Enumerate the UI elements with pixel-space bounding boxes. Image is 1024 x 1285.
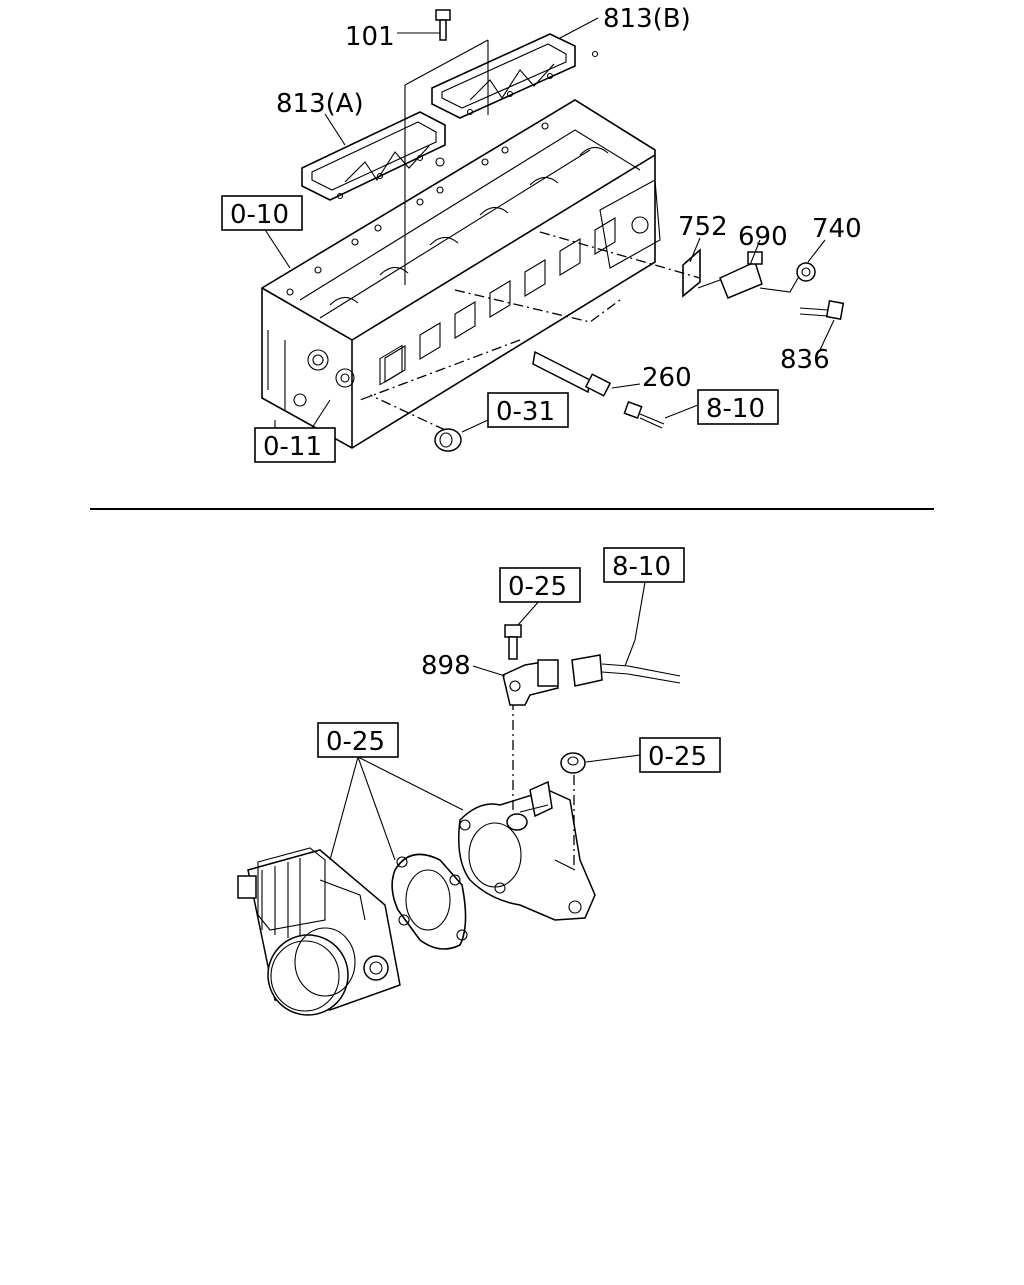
upper-leader-lines (261, 17, 835, 433)
label-740: 740 (812, 214, 862, 244)
bolt-836-drawing (454, 289, 845, 323)
ref-box-025-bolt (499, 567, 581, 603)
label-025-nut: 0-25 (648, 742, 707, 772)
ref-box-010 (221, 195, 303, 231)
label-010: 0-10 (230, 200, 289, 230)
label-011: 0-11 (263, 432, 322, 462)
label-025-bolt: 0-25 (508, 572, 567, 602)
ref-box-011 (254, 427, 336, 463)
label-101: 101 (345, 22, 395, 52)
label-898: 898 (421, 651, 471, 681)
harness-connector-drawing (571, 654, 681, 687)
label-025-throttle: 0-25 (326, 727, 385, 757)
label-813b: 813(B) (603, 4, 691, 34)
ref-box-810-upper (697, 389, 779, 425)
bolt-101-drawing (404, 9, 489, 285)
label-813a: 813(A) (276, 89, 364, 119)
bolt-025-drawing (504, 624, 522, 810)
label-690: 690 (738, 222, 788, 252)
sensor-898-drawing (502, 659, 559, 706)
nut-025-drawing (560, 752, 586, 865)
nut-740-drawing (759, 262, 816, 293)
seal-752-drawing (682, 248, 701, 298)
label-260: 260 (642, 363, 692, 393)
ref-box-025-nut (639, 737, 721, 773)
lower-leader-lines (329, 581, 646, 861)
bushing-031-drawing (369, 394, 462, 452)
label-810-lower: 8-10 (612, 552, 671, 582)
ref-box-031 (487, 392, 569, 428)
intake-adapter-drawing (458, 780, 596, 921)
connector-upper-drawing (623, 401, 665, 429)
cylinder-head-drawing (261, 99, 661, 449)
label-752: 752 (678, 212, 728, 242)
ref-box-810-lower (603, 547, 685, 583)
ref-box-025-throttle (317, 722, 399, 758)
throttle-gasket-drawing (391, 853, 468, 950)
label-836: 836 (780, 345, 830, 375)
glow-plug-260-drawing (359, 339, 612, 401)
gasket-813a-drawing (301, 111, 446, 201)
label-031: 0-31 (496, 397, 555, 427)
throttle-body-drawing (237, 847, 401, 1016)
label-810-upper: 8-10 (706, 394, 765, 424)
gasket-813b-drawing (431, 33, 599, 119)
